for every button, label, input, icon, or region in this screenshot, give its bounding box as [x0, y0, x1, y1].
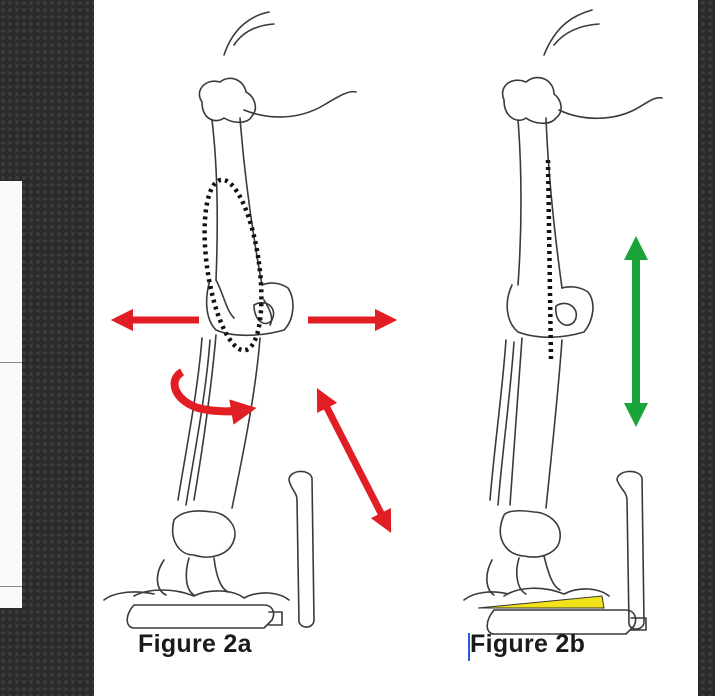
femur-shaft-2b — [518, 118, 562, 288]
femur-shaft-2a — [212, 118, 262, 285]
femur-head-2b — [503, 78, 562, 124]
pelvis-2b — [544, 10, 662, 118]
leg-illustration — [94, 0, 698, 696]
left-slide-panel — [0, 181, 22, 608]
brace-2a — [127, 605, 282, 628]
brace-upright-2b — [617, 471, 644, 629]
fibula-2b — [490, 340, 514, 505]
pelvis-2a — [224, 12, 356, 117]
divider-line — [0, 362, 22, 363]
patella-2b — [556, 303, 577, 325]
divider-line — [0, 586, 22, 587]
dotted-oval-2a — [195, 176, 270, 354]
caption-figure-2a: Figure 2a — [138, 630, 252, 659]
toes-2a — [104, 590, 289, 600]
fibula-2a — [178, 338, 210, 505]
brace-upright-2a — [289, 471, 314, 627]
foot-2a — [157, 511, 235, 595]
femur-head-2a — [199, 78, 255, 122]
caption-figure-2b: Figure 2b — [470, 630, 585, 659]
tibia-2b — [510, 338, 562, 508]
figure-image: Figure 2a Figure 2b — [94, 0, 698, 696]
arrow-diagonal-2a — [322, 398, 386, 523]
yellow-wedge-2b — [478, 596, 604, 608]
knee-2a — [207, 280, 293, 335]
foot-2b — [487, 511, 560, 595]
tibia-2a — [194, 335, 260, 508]
dotted-line-2b — [548, 160, 551, 360]
